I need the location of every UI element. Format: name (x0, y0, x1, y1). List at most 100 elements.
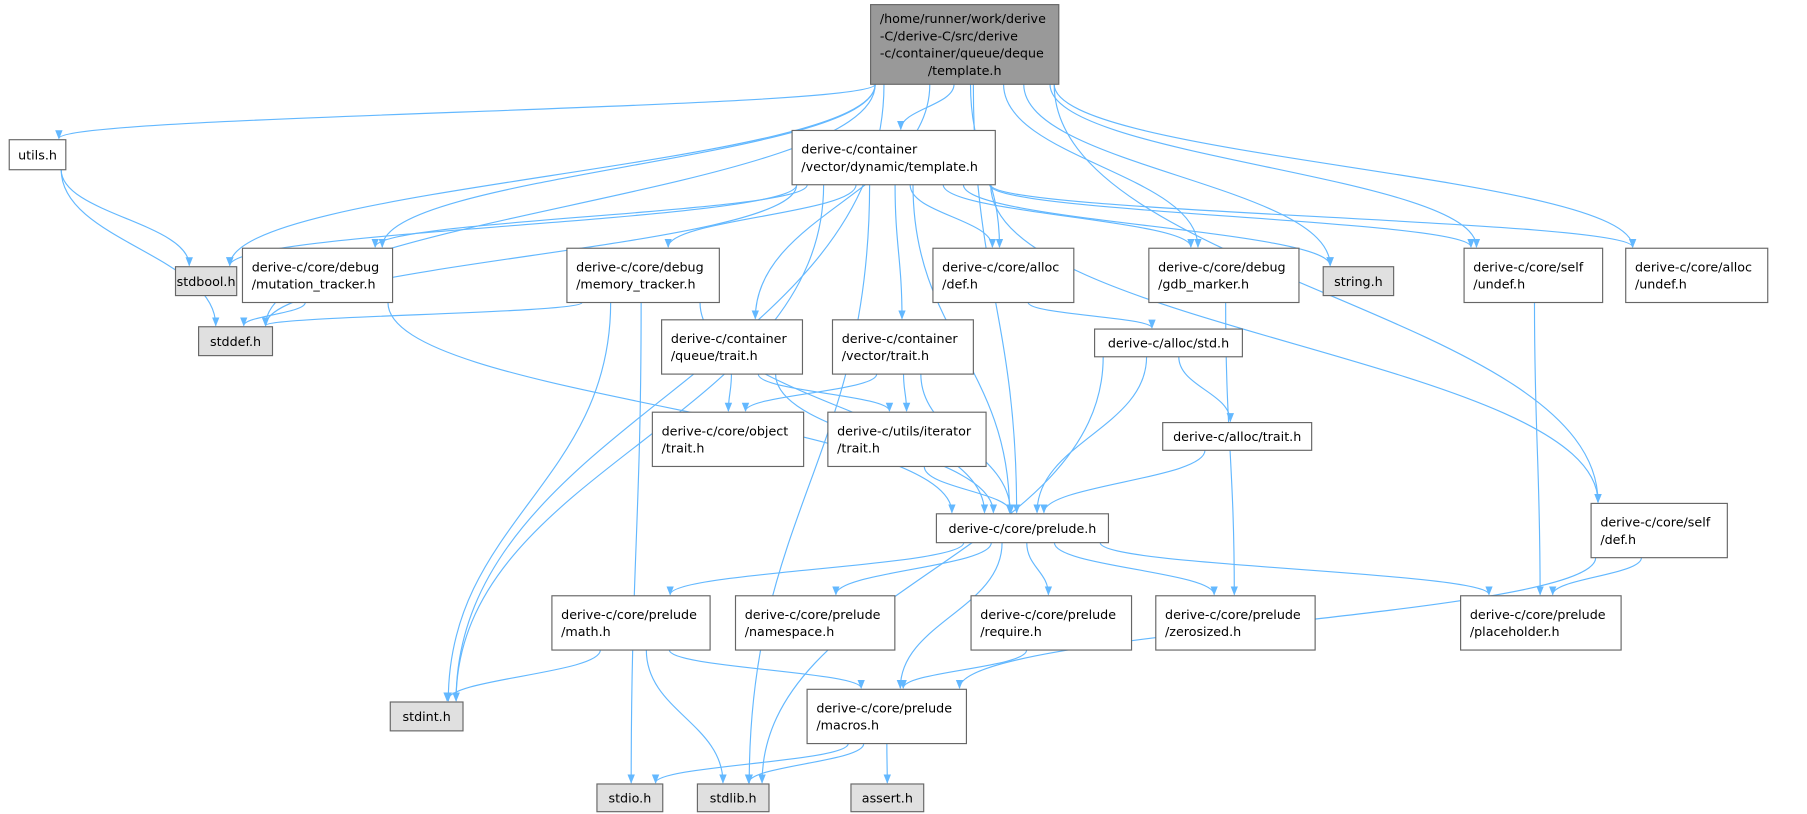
edge-prelude-to-macros (896, 542, 1003, 690)
node-box (1322, 266, 1395, 297)
node-label: derive-c/core/object (662, 423, 789, 438)
node-label: -C/derive-C/src/derive (880, 28, 1018, 43)
node-memory[interactable]: derive-c/core/debug/memory_tracker.h (566, 247, 720, 304)
node-box (8, 139, 67, 171)
edge-macros-to-stdio (651, 743, 849, 784)
node-label: derive-c/core/prelude (745, 607, 881, 622)
node-zerosized[interactable]: derive-c/core/prelude/zerosized.h (1155, 595, 1316, 651)
node-allocdef[interactable]: derive-c/core/alloc/def.h (932, 247, 1075, 304)
node-selfundef[interactable]: derive-c/core/self/undef.h (1463, 247, 1604, 304)
node-label: derive-c/core/prelude (1165, 607, 1301, 622)
node-label: derive-c/core/debug (576, 259, 704, 274)
nodes-layer: /home/runner/work/derive-C/derive-C/src/… (8, 4, 1769, 813)
node-label: derive-c/core/prelude (1470, 607, 1606, 622)
edge-dynamic-to-allocundef (990, 184, 1637, 249)
edge-dynamic-to-mutation (371, 184, 808, 249)
node-label: stdbool.h (177, 274, 236, 289)
node-label: stddef.h (210, 334, 261, 349)
node-gdb[interactable]: derive-c/core/debug/gdb_marker.h (1148, 247, 1300, 304)
node-box (241, 247, 394, 304)
edge-math-to-macros (668, 649, 865, 690)
edge-math-to-stdlib (645, 650, 727, 784)
node-require[interactable]: derive-c/core/prelude/require.h (970, 595, 1133, 651)
node-label: /def.h (1600, 532, 1636, 547)
node-box (1162, 422, 1313, 451)
node-macros[interactable]: derive-c/core/prelude/macros.h (806, 688, 968, 745)
node-box (935, 513, 1110, 544)
node-stdlib[interactable]: stdlib.h (696, 783, 770, 813)
node-label: /vector/trait.h (842, 348, 929, 363)
node-stddef[interactable]: stddef.h (198, 326, 274, 357)
edge-math-to-stdint (443, 649, 601, 702)
edge-dynamic-to-stdlib (745, 184, 871, 784)
node-box (551, 595, 711, 651)
node-box (970, 595, 1133, 651)
edge-queuetrait-to-objecttrait (724, 374, 733, 412)
node-label: derive-c/container (801, 142, 918, 157)
edge-alloctrait-to-prelude (1040, 450, 1206, 514)
node-stdint[interactable]: stdint.h (389, 701, 464, 732)
node-utils[interactable]: utils.h (8, 139, 67, 171)
node-root[interactable]: /home/runner/work/derive-C/derive-C/src/… (870, 4, 1060, 85)
node-mutation[interactable]: derive-c/core/debug/mutation_tracker.h (241, 247, 394, 304)
edge-dynamic-to-allocdef (909, 184, 997, 249)
node-box (870, 4, 1060, 85)
node-label: /trait.h (662, 441, 705, 456)
node-stdio[interactable]: stdio.h (596, 783, 664, 813)
node-vectortrait[interactable]: derive-c/container/vector/trait.h (831, 319, 974, 375)
edge-dynamic-to-string (962, 184, 1334, 267)
node-label: stdint.h (403, 709, 451, 724)
node-label: derive-c/alloc/trait.h (1173, 429, 1301, 444)
node-placeholder[interactable]: derive-c/core/prelude/placeholder.h (1460, 595, 1622, 651)
node-box (389, 701, 464, 732)
edge-prelude-to-placeholder (1099, 542, 1493, 596)
node-label: /memory_tracker.h (576, 277, 695, 292)
node-label: /template.h (928, 63, 1002, 78)
node-allocstd[interactable]: derive-c/alloc/std.h (1094, 328, 1243, 358)
edge-selfdef-to-placeholder (1549, 557, 1643, 596)
edge-memory-to-stdint (444, 302, 612, 702)
node-label: /queue/trait.h (671, 348, 758, 363)
node-box (1460, 595, 1622, 651)
node-box (1094, 328, 1243, 358)
node-allocundef[interactable]: derive-c/core/alloc/undef.h (1625, 247, 1769, 304)
edge-itertrait-to-prelude (923, 466, 1015, 514)
node-queuetrait[interactable]: derive-c/container/queue/trait.h (661, 319, 804, 375)
node-box (596, 783, 664, 813)
edge-require-to-macros (899, 649, 1028, 690)
node-string[interactable]: string.h (1322, 266, 1395, 297)
node-namespace[interactable]: derive-c/core/prelude/namespace.h (734, 595, 896, 651)
node-stdbool[interactable]: stdbool.h (174, 266, 238, 297)
node-box (932, 247, 1075, 304)
edge-root-to-stdint (452, 84, 885, 702)
node-box (850, 783, 925, 813)
node-assert[interactable]: assert.h (850, 783, 925, 813)
node-dynamic[interactable]: derive-c/container/vector/dynamic/templa… (791, 129, 996, 186)
node-label: /def.h (942, 277, 978, 292)
node-alloctrait[interactable]: derive-c/alloc/trait.h (1162, 422, 1313, 451)
edge-root-to-string (1023, 84, 1334, 267)
node-label: derive-c/core/debug (1158, 259, 1286, 274)
node-box (734, 595, 896, 651)
node-label: derive-c/core/prelude (980, 607, 1116, 622)
node-itertrait[interactable]: derive-c/utils/iterator/trait.h (827, 411, 987, 468)
edge-allocdef-to-allocstd (1027, 301, 1156, 329)
edge-mutation-to-prelude (387, 302, 956, 514)
node-math[interactable]: derive-c/core/prelude/math.h (551, 595, 711, 651)
node-prelude[interactable]: derive-c/core/prelude.h (935, 513, 1110, 544)
edge-memory-to-stdio (627, 302, 642, 784)
edge-vectortrait-to-objecttrait (741, 373, 878, 412)
node-selfdef[interactable]: derive-c/core/self/def.h (1590, 502, 1728, 559)
node-box (1155, 595, 1316, 651)
node-label: stdlib.h (710, 790, 757, 805)
node-label: utils.h (18, 147, 57, 162)
node-label: derive-c/core/alloc (1635, 259, 1752, 274)
node-objecttrait[interactable]: derive-c/core/object/trait.h (651, 411, 805, 468)
node-label: /placeholder.h (1470, 624, 1560, 639)
edge-allocstd-to-alloctrait (1178, 356, 1234, 423)
node-box (806, 688, 968, 745)
edge-queuetrait-to-itertrait (757, 373, 894, 412)
node-label: derive-c/core/self (1600, 515, 1710, 530)
node-box (661, 319, 804, 375)
